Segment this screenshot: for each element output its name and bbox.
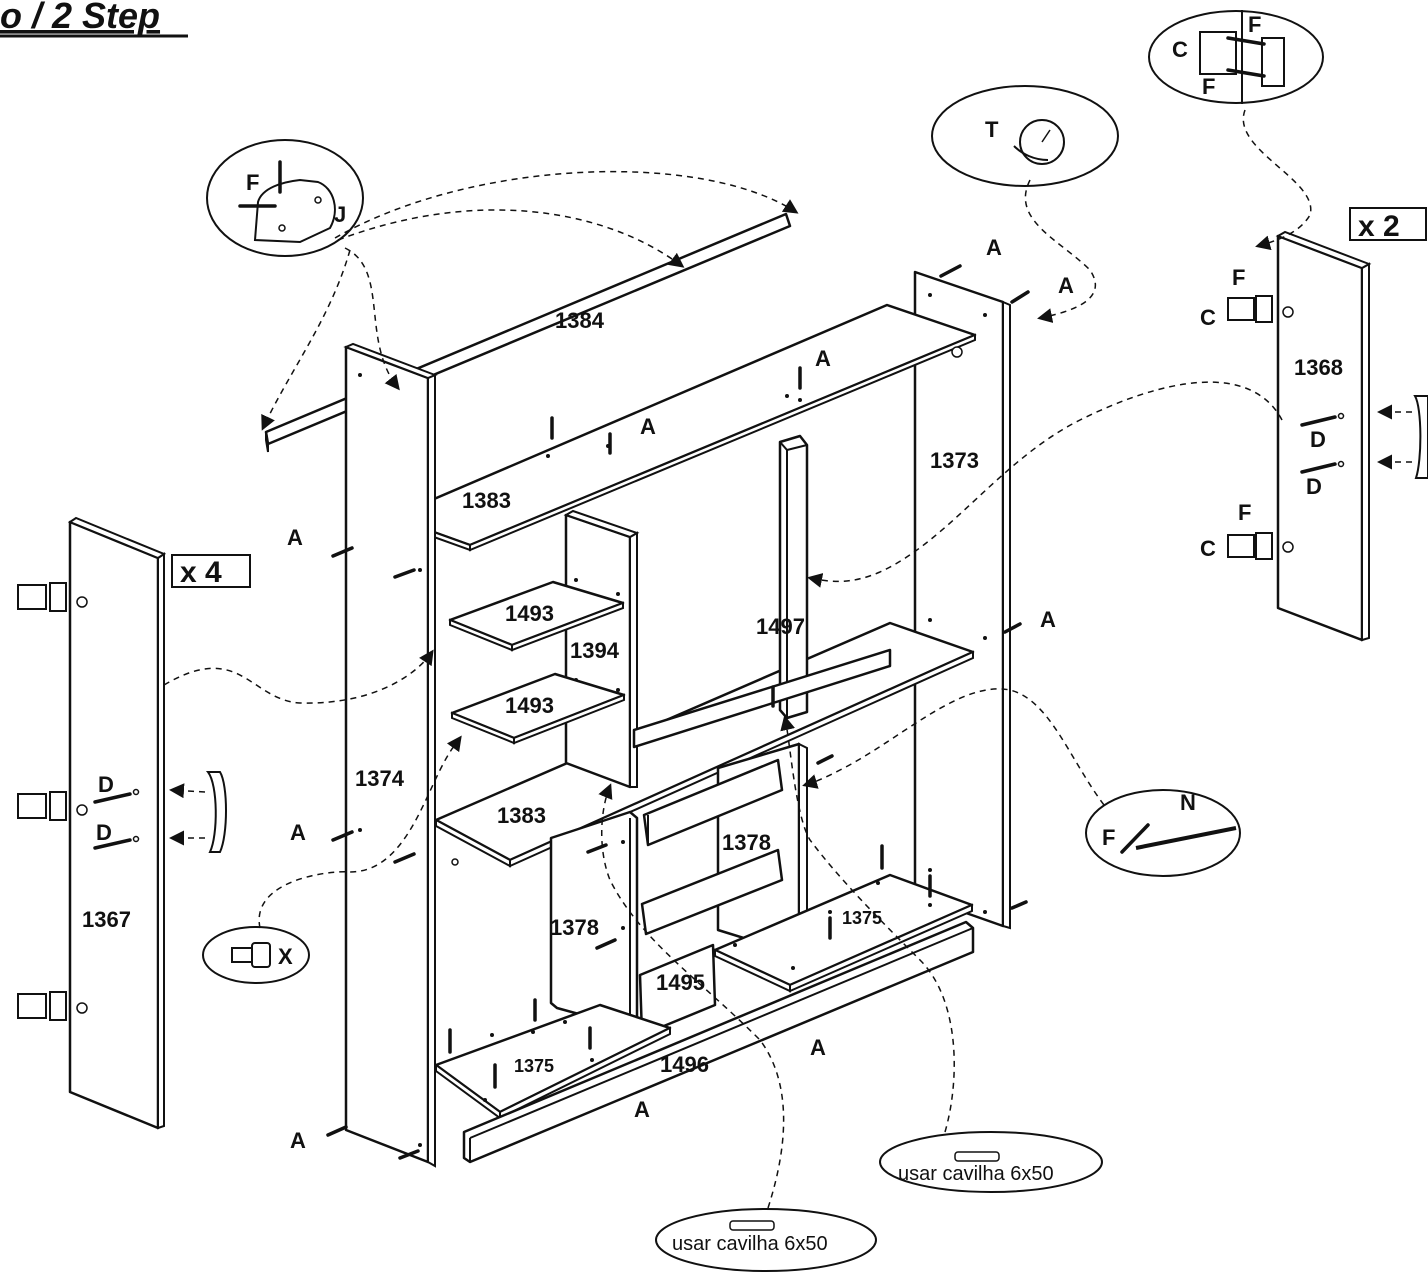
detail-bubble-hinge: C F F: [1148, 10, 1324, 104]
upper-center-divider: 1394: [563, 509, 640, 789]
svg-text:x 2: x 2: [1358, 210, 1400, 243]
part-label-left-side: 1374: [355, 766, 405, 791]
svg-text:C: C: [1172, 37, 1188, 62]
part-label-center-post: 1497: [756, 614, 805, 639]
detail-bubble-cam: X: [202, 926, 310, 984]
svg-text:F: F: [1102, 825, 1115, 850]
part-label-small-shelf-upper: 1493: [505, 601, 554, 626]
svg-text:F: F: [1202, 74, 1215, 99]
svg-text:A: A: [290, 820, 306, 845]
part-label-right-side: 1373: [930, 448, 979, 473]
part-label-lower-divider-left: 1378: [550, 915, 599, 940]
svg-text:F: F: [246, 170, 259, 195]
svg-text:usar cavilha 6x50: usar cavilha 6x50: [672, 1233, 828, 1255]
svg-text:A: A: [1058, 273, 1074, 298]
svg-text:usar cavilha 6x50: usar cavilha 6x50: [898, 1163, 1054, 1185]
svg-text:D: D: [1306, 474, 1322, 499]
part-label-drawer-rail: 1495: [656, 970, 705, 995]
middle-shelf: 1383: [434, 621, 975, 868]
hardware-a-labels: A A A A A A A A A A: [287, 235, 1074, 1153]
svg-text:A: A: [810, 1035, 826, 1060]
handle-icon: [1413, 395, 1428, 479]
hinge-icon: [17, 582, 88, 612]
small-shelf-upper: 1493: [448, 580, 625, 652]
svg-text:X: X: [278, 944, 293, 969]
hinge-icon: [17, 991, 88, 1021]
part-label-small-shelf-lower: 1493: [505, 693, 554, 718]
hinge-icon: [17, 791, 88, 821]
drawer-rail-1495: 1495: [638, 943, 717, 1037]
quantity-badge-right: x 2: [1349, 207, 1427, 243]
detail-bubble-bracket: F J: [206, 139, 364, 257]
svg-text:J: J: [334, 202, 346, 227]
part-label-plinth: 1496: [660, 1052, 709, 1077]
lower-divider-left: 1378: [549, 810, 639, 1032]
small-shelf-lower: 1493: [450, 672, 626, 745]
part-label-upper-divider: 1394: [570, 638, 620, 663]
svg-text:C: C: [1200, 536, 1216, 561]
svg-text:A: A: [986, 235, 1002, 260]
svg-text:A: A: [634, 1097, 650, 1122]
step-title: o / 2 Step: [0, 0, 160, 36]
right-side-panel: 1373: [913, 270, 1011, 930]
drawer-rail-lower: [640, 848, 784, 936]
center-post: 1497: [756, 434, 809, 720]
part-label-middle-shelf: 1383: [497, 803, 546, 828]
svg-text:A: A: [287, 525, 303, 550]
handle-icon: [205, 771, 227, 853]
hinge-icon: [1227, 532, 1294, 560]
svg-text:N: N: [1180, 790, 1196, 815]
svg-text:A: A: [640, 414, 656, 439]
svg-text:x 4: x 4: [180, 556, 222, 589]
back-rail: [632, 648, 892, 749]
quantity-badge-left: x 4: [171, 554, 251, 589]
dowel-note-right: usar cavilha 6x50: [879, 1131, 1103, 1193]
svg-text:C: C: [1200, 305, 1216, 330]
part-label-lower-divider-right: 1378: [722, 830, 771, 855]
detail-bubble-rail: F N: [1085, 789, 1241, 877]
svg-text:F: F: [1248, 12, 1261, 37]
left-side-panel: 1374: [343, 342, 438, 1168]
svg-text:A: A: [290, 1128, 306, 1153]
right-door: 1368 F C F C D D: [1200, 230, 1428, 642]
svg-text:D: D: [96, 820, 112, 845]
svg-text:A: A: [815, 346, 831, 371]
hinge-icon: [1227, 295, 1294, 323]
part-label-bottom-left: 1375: [514, 1056, 554, 1076]
detail-bubble-stopper: T: [931, 85, 1119, 187]
bottom-right-panel: 1375: [713, 873, 974, 993]
drawer-rail-upper: [642, 758, 784, 847]
part-label-bottom-right: 1375: [842, 908, 882, 928]
part-label-top-shelf: 1383: [462, 488, 511, 513]
leader-lines: [163, 109, 1412, 1209]
part-label-left-door: 1367: [82, 907, 131, 932]
left-door: 1367 D D: [17, 516, 227, 1130]
part-label-top-rail: 1384: [555, 308, 605, 333]
part-label-right-door: 1368: [1294, 355, 1343, 380]
top-shelf: 1383: [390, 303, 977, 552]
svg-text:A: A: [1040, 607, 1056, 632]
plinth: 1496: [462, 920, 975, 1164]
svg-text:D: D: [98, 772, 114, 797]
dowel-note-left: usar cavilha 6x50: [655, 1208, 877, 1272]
svg-text:F: F: [1238, 500, 1251, 525]
svg-text:F: F: [1232, 265, 1245, 290]
svg-text:T: T: [985, 117, 999, 142]
svg-text:D: D: [1310, 427, 1326, 452]
